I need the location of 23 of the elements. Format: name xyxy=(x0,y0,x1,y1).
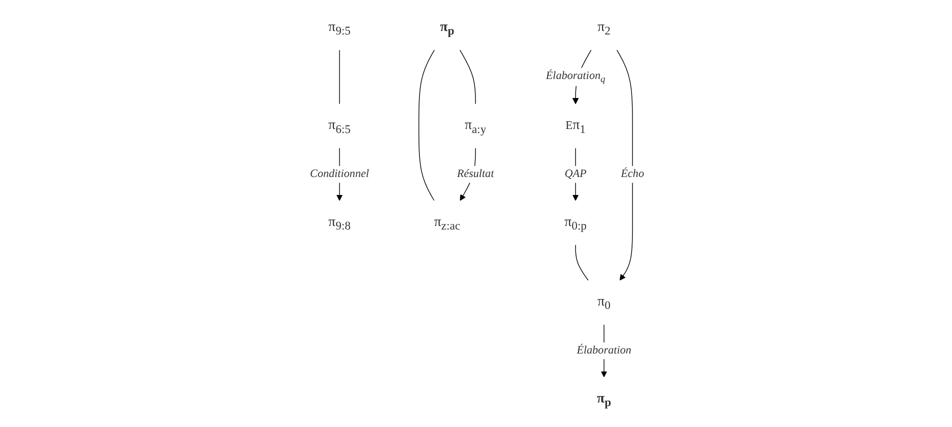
node-text: π$_{6:5}$ xyxy=(328,117,351,136)
node-text: π$_{0:p}$ xyxy=(564,214,587,232)
node-text: π$_{1}$ xyxy=(572,117,586,136)
edge-label: Élaboration$_{q}$ xyxy=(546,70,606,84)
edge-label: QAP xyxy=(564,168,587,180)
connector xyxy=(460,50,476,104)
node-text: π$_{9:8}$ xyxy=(328,214,351,232)
node-text: π$_{9:5}$ xyxy=(328,19,351,38)
node-text: π$_{p}$ xyxy=(440,19,455,38)
edge-label: Élaboration xyxy=(577,344,632,356)
edge-label: Conditionnel xyxy=(310,168,370,180)
edge-label: Écho xyxy=(621,168,644,180)
node-text: π$_{0}$ xyxy=(598,294,611,312)
connector xyxy=(339,50,340,104)
node-text: π$_{2}$ xyxy=(598,19,611,38)
connector xyxy=(576,244,589,281)
arrow xyxy=(616,50,634,281)
node-text: π$_{a:y}$ xyxy=(465,117,487,136)
node-text: π$_{p}$ xyxy=(597,390,612,409)
connector xyxy=(418,50,435,201)
node-label: E xyxy=(566,118,573,132)
node-text: π$_{z:ac}$ xyxy=(434,214,460,232)
edge-label: Résultat xyxy=(457,168,494,180)
